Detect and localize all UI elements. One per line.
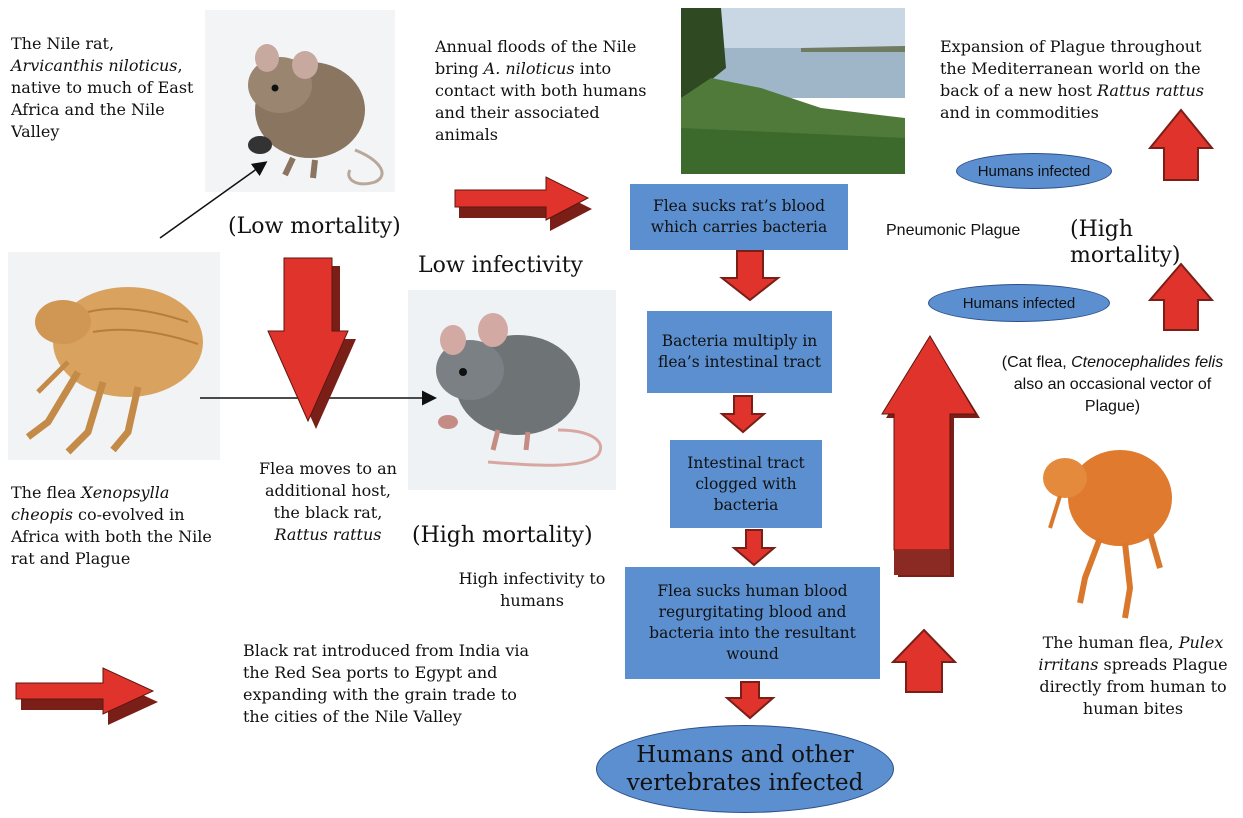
flow-down-arrow-1-icon — [722, 251, 778, 300]
tall-up-arrow-icon — [882, 336, 980, 577]
flow-down-arrow-2-icon — [722, 396, 764, 432]
black-rat-introduction-arrow-icon — [16, 668, 158, 725]
flow-down-arrow-4-icon — [727, 682, 773, 718]
large-down-arrow-icon — [268, 258, 356, 429]
up-arrow-top-right-icon — [1150, 110, 1212, 180]
flea-to-nile-rat-line — [160, 163, 265, 238]
up-arrow-mid-right-icon — [1150, 264, 1212, 330]
floods-right-arrow-icon — [455, 177, 592, 231]
flow-down-arrow-3-icon — [734, 530, 774, 565]
up-arrow-bottom-icon — [893, 630, 955, 692]
